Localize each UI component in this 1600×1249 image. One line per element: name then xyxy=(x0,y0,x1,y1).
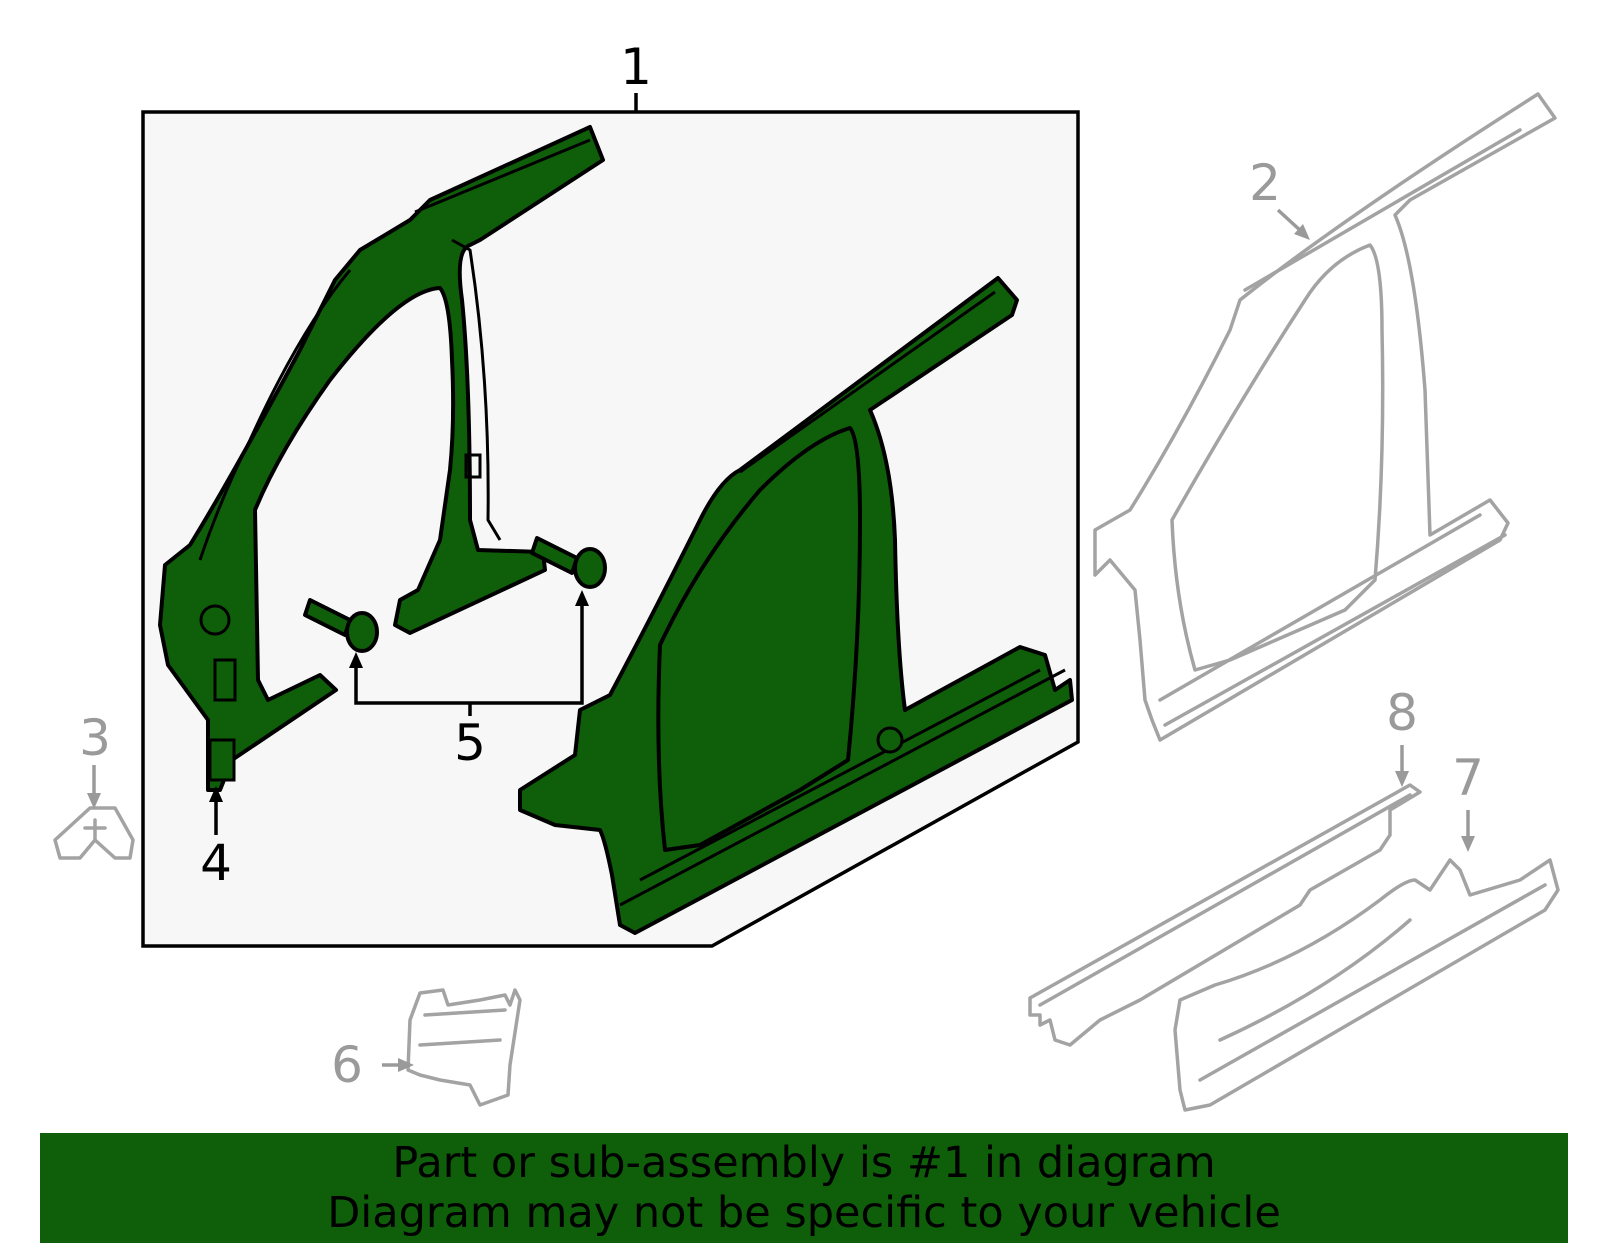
bolt-right xyxy=(530,536,607,589)
callout-1: 1 xyxy=(620,38,652,96)
callout-8: 8 xyxy=(1386,684,1418,742)
side-panel-outer-ghost xyxy=(1093,92,1557,742)
callout-5: 5 xyxy=(454,714,486,772)
disclaimer-banner: Part or sub-assembly is #1 in diagram Di… xyxy=(40,1133,1568,1243)
front-pillar-inner-part xyxy=(158,125,605,792)
rocker-reinforcement-ghost xyxy=(1028,783,1422,1047)
bolt-left xyxy=(303,598,379,653)
small-bracket-ghost xyxy=(53,806,135,860)
body-side-outer-part xyxy=(518,276,1074,935)
callout-4: 4 xyxy=(200,834,232,892)
callout-2: 2 xyxy=(1249,154,1281,212)
leader-2 xyxy=(1276,208,1304,234)
banner-line-1: Part or sub-assembly is #1 in diagram xyxy=(392,1138,1216,1188)
banner-line-2: Diagram may not be specific to your vehi… xyxy=(327,1188,1281,1238)
callout-6: 6 xyxy=(331,1036,363,1094)
callout-7: 7 xyxy=(1452,749,1484,807)
inner-rocker-ghost xyxy=(1173,858,1560,1112)
callout-3: 3 xyxy=(79,709,111,767)
bracket-ghost xyxy=(406,988,522,1107)
